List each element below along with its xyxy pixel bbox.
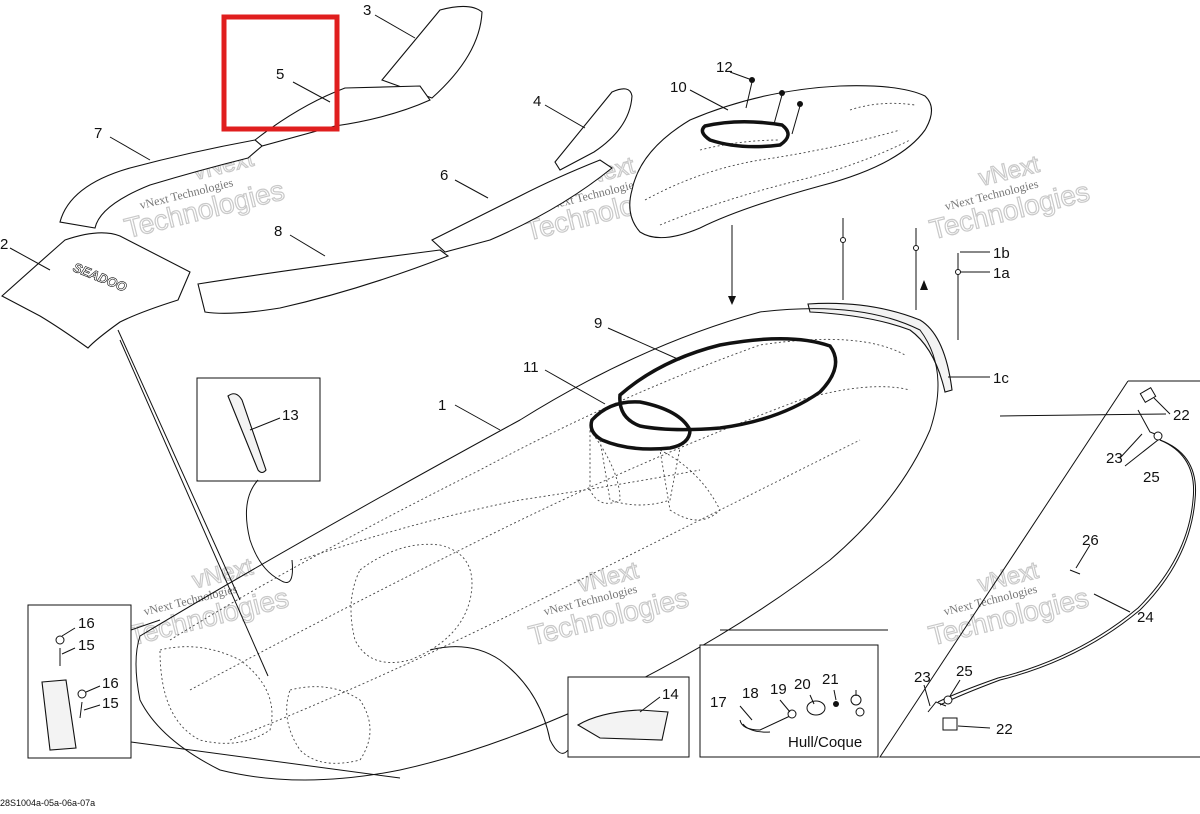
callout-5: 5 xyxy=(276,66,284,83)
inset-box-13 xyxy=(196,377,321,583)
callout-22-top: 22 xyxy=(1173,407,1190,424)
callout-16-bottom: 16 xyxy=(102,675,119,692)
callout-24: 24 xyxy=(1137,609,1154,626)
figure-code: 28S1004a-05a-06a-07a xyxy=(0,798,96,808)
bolts-part-1 xyxy=(840,218,961,340)
mat-part-3 xyxy=(381,5,483,99)
callout-6: 6 xyxy=(440,167,448,184)
callout-16-top: 16 xyxy=(78,615,95,632)
callout-15-bottom: 15 xyxy=(102,695,119,712)
hull-part-1 xyxy=(135,308,939,781)
inset-box-drain-hose xyxy=(879,380,1200,758)
inset-box-14 xyxy=(429,646,690,758)
callout-2: 2 xyxy=(0,236,8,253)
storage-bin-part-11 xyxy=(589,400,692,506)
rub-rail-part-1c xyxy=(807,302,953,393)
highlight-part-5 xyxy=(221,14,340,132)
callout-25-bottom: 25 xyxy=(956,663,973,680)
callout-3: 3 xyxy=(363,2,371,19)
callout-4: 4 xyxy=(533,93,541,110)
callout-20: 20 xyxy=(794,676,811,693)
callout-labels: 3 5 7 4 6 8 2 10 12 9 11 1 1b 1a 1c 13 1… xyxy=(0,2,1190,738)
seal-part-9 xyxy=(618,337,838,432)
watermark-bottom-right: Technologies vNext vNext Technologies xyxy=(925,556,1092,652)
mat-part-7 xyxy=(59,139,263,229)
callout-23-top: 23 xyxy=(1106,450,1123,467)
mat-part-5 xyxy=(254,85,431,147)
callout-1: 1 xyxy=(438,397,446,414)
hull-coque-label: Hull/Coque xyxy=(788,734,862,751)
upper-deck-part-10 xyxy=(629,85,933,239)
callout-22-bottom: 22 xyxy=(996,721,1013,738)
callout-11: 11 xyxy=(523,359,539,376)
callout-23-bottom: 23 xyxy=(914,669,931,686)
callout-13: 13 xyxy=(282,407,299,424)
callout-21: 21 xyxy=(822,671,839,688)
callout-26: 26 xyxy=(1082,532,1099,549)
callout-9: 9 xyxy=(594,315,602,332)
callout-19: 19 xyxy=(770,681,787,698)
callout-1b: 1b xyxy=(993,245,1010,262)
inset-box-17-21 xyxy=(699,629,888,758)
mat-part-2: SEADOO xyxy=(1,232,191,349)
callout-14: 14 xyxy=(662,686,679,703)
watermark-top-right: Technologies vNext vNext Technologies xyxy=(926,150,1093,246)
callout-12: 12 xyxy=(716,59,733,76)
callout-15-top: 15 xyxy=(78,637,95,654)
callout-25-top: 25 xyxy=(1143,469,1160,486)
assembly-arrow xyxy=(728,225,736,305)
callout-18: 18 xyxy=(742,685,759,702)
callout-17: 17 xyxy=(710,694,727,711)
callout-1a: 1a xyxy=(993,265,1010,282)
callout-8: 8 xyxy=(274,223,282,240)
callout-10: 10 xyxy=(670,79,687,96)
mat-part-4 xyxy=(554,88,633,171)
watermark-bottom-center: Technologies vNext vNext Technologies xyxy=(525,556,692,652)
callout-7: 7 xyxy=(94,125,102,142)
leader-lines xyxy=(9,14,1171,729)
callout-1c: 1c xyxy=(993,370,1009,387)
mat-part-6 xyxy=(431,159,613,253)
inset-box-15-16 xyxy=(27,604,401,779)
mat-part-8 xyxy=(197,249,450,314)
